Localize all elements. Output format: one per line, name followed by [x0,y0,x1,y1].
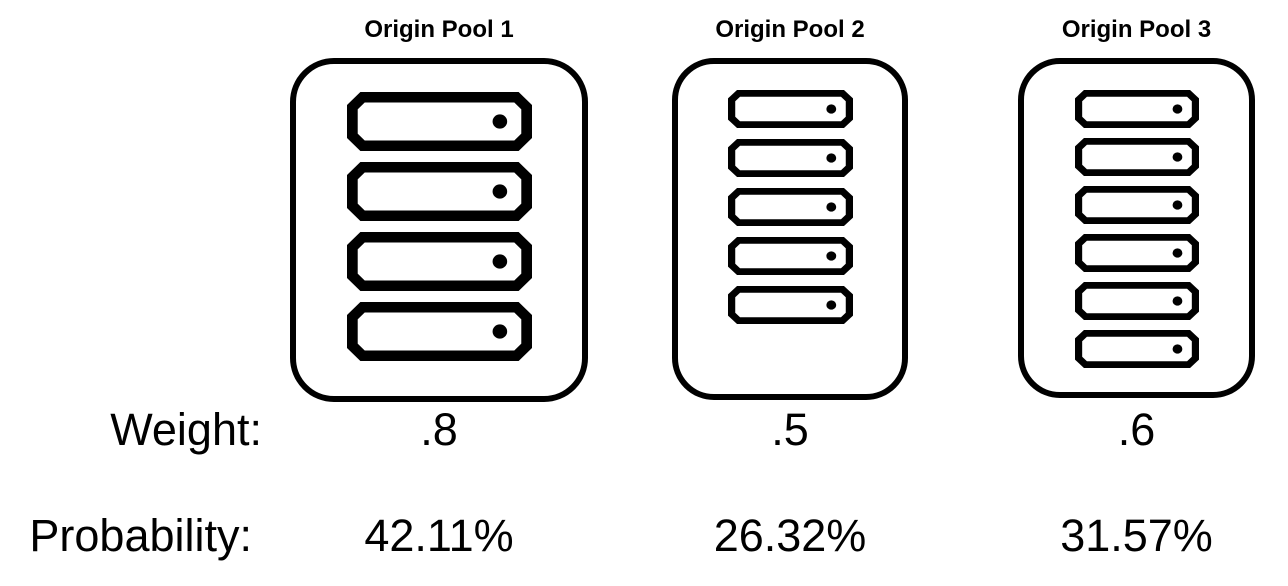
server-icon [1074,330,1199,368]
server-icon [1074,234,1199,272]
pool-2-weight-value: .5 [771,404,809,455]
pool-1-title: Origin Pool 1 [364,16,514,43]
server-icon [727,139,853,177]
origin-pool-3: Origin Pool 3 [1018,14,1255,398]
server-led-dot [825,153,836,163]
server-icon [727,286,853,324]
pool-3-weight-value: .6 [1117,404,1156,455]
pool-1-probability-value: 42.11% [364,510,514,561]
server-icon [346,162,532,221]
server-icon [346,232,532,291]
pool-2-server-stack [727,90,853,324]
server-led-dot [492,254,507,269]
origin-pool-1: Origin Pool 1 [290,14,588,402]
server-led-dot [1172,152,1182,162]
pool-3-box [1018,58,1255,398]
server-icon [1074,90,1199,128]
weight-label: Weight: [110,404,262,455]
server-icon [346,302,532,361]
pool-3-probability-value: 31.57% [1060,510,1213,561]
pool-1-weight-value: .8 [420,404,458,455]
server-icon [727,237,853,275]
pool-1-box [290,58,588,402]
server-icon [727,188,853,226]
server-icon [1074,138,1199,176]
server-led-dot [1172,248,1182,258]
server-led-dot [1172,296,1182,306]
pool-3-server-stack [1074,90,1199,368]
server-icon [727,90,853,128]
pool-3-title: Origin Pool 3 [1061,16,1212,43]
server-led-dot [825,104,836,114]
server-led-dot [825,300,836,310]
server-led-dot [1172,104,1182,114]
pool-2-title: Origin Pool 2 [715,16,865,43]
server-led-dot [492,114,507,129]
server-led-dot [492,324,507,339]
server-icon [1074,186,1199,224]
probability-label: Probability: [29,510,252,561]
pool-1-server-stack [346,92,532,361]
server-led-dot [1172,200,1182,210]
server-icon [346,92,532,151]
pool-2-probability-value: 26.32% [713,510,867,561]
server-led-dot [825,251,836,261]
server-led-dot [1172,344,1182,354]
server-led-dot [492,184,507,199]
origin-pool-2: Origin Pool 2 [672,14,908,400]
server-icon [1074,282,1199,320]
pool-2-box [672,58,908,400]
server-led-dot [825,202,836,212]
